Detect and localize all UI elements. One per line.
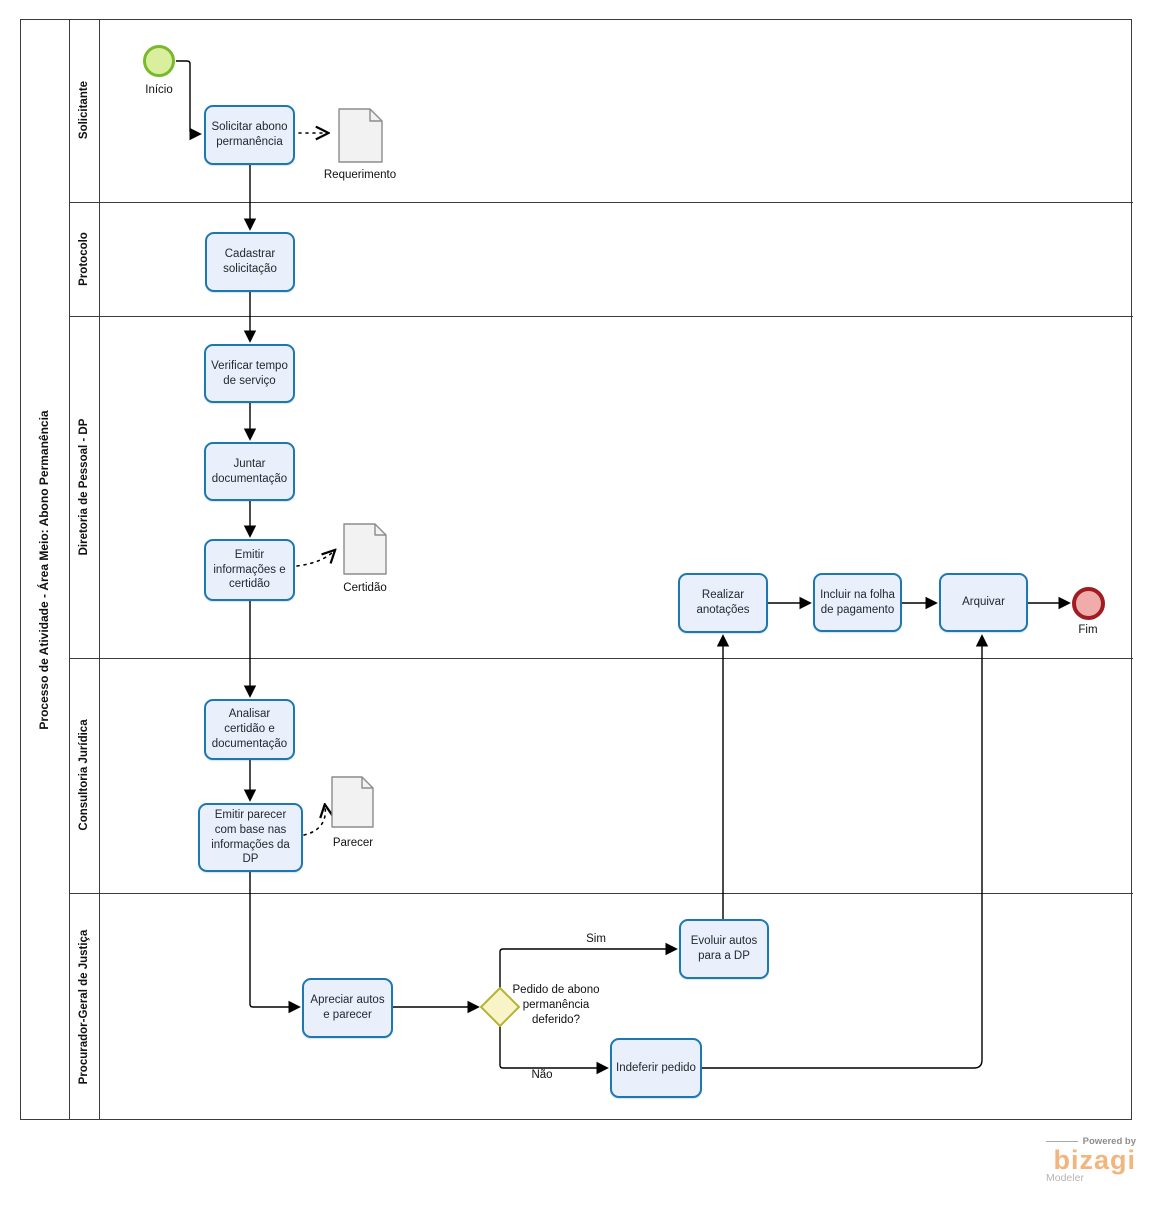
task-label: Arquivar [962,596,1005,609]
flow-gateway-sim-to-evoluir[interactable] [499,942,678,988]
pool-title-divider [69,19,70,1120]
document-label-requerimento: Requerimento [323,169,397,181]
task-cadastrar-solicitacao[interactable]: Cadastrar solicitação [205,232,295,292]
document-label-certidao: Certidão [343,582,387,594]
pool-border [20,19,1132,1120]
lane-divider [69,893,1133,894]
document-parecer[interactable] [331,776,374,828]
flow-label-nao: Não [531,1069,553,1081]
task-label: Cadastrar solicitação [223,248,277,275]
document-certidao-fold [374,524,386,536]
flow-label-sim: Sim [586,933,606,945]
association-emitir-info-to-certidao[interactable] [296,551,334,567]
lane-label-divider [99,19,100,1120]
task-realizar-anotacoes[interactable]: Realizar anotações [678,573,768,633]
powered-by-text: Powered by [1082,1136,1136,1147]
task-label: Indeferir pedido [616,1061,696,1074]
task-juntar-documentacao[interactable]: Juntar documentação [204,442,295,501]
flow-indeferir-to-arquivar[interactable] [702,634,989,1069]
document-certidao[interactable] [343,523,387,575]
task-arquivar[interactable]: Arquivar [939,573,1028,632]
lane-divider [69,316,1133,317]
task-label: Juntar documentação [211,457,288,485]
association-emitir-parecer-to-parecer[interactable] [303,806,325,836]
task-label: Apreciar autos e parecer [310,994,385,1021]
bizagi-logo: bizagi [1053,1145,1136,1175]
task-evoluir-autos-dp[interactable]: Evoluir autos para a DP [679,919,769,979]
start-event[interactable] [143,45,175,77]
task-indeferir-pedido[interactable]: Indeferir pedido [610,1038,702,1098]
end-event[interactable] [1072,587,1105,620]
bizagi-product: Modeler [1046,1172,1084,1184]
document-label-parecer: Parecer [332,837,374,849]
flow-start-to-solicitar[interactable] [176,60,202,141]
bizagi-branding: Powered by bizagi Modeler [1046,1136,1136,1184]
document-requerimento-fold [369,109,382,122]
task-solicitar-abono-permanencia[interactable]: Solicitar abono permanência [204,105,295,165]
task-emitir-parecer[interactable]: Emitir parecer com base nas informações … [198,803,303,872]
task-label: Analisar certidão e documentação [211,708,288,750]
end-event-label: Fim [1078,624,1098,636]
task-label: Solicitar abono permanência [211,121,288,148]
task-label: Emitir parecer com base nas informações … [211,809,290,866]
task-label: Verificar tempo de serviço [211,359,288,387]
start-event-label: Início [145,84,173,96]
flow-emitir-parecer-to-apreciar[interactable] [249,872,301,1014]
task-verificar-tempo-servico[interactable]: Verificar tempo de serviço [204,344,295,403]
document-requerimento[interactable] [338,108,383,163]
task-label: Realizar anotações [696,589,750,616]
lane-divider [69,658,1133,659]
task-apreciar-autos-parecer[interactable]: Apreciar autos e parecer [302,978,393,1038]
task-label: Evoluir autos para a DP [690,935,758,962]
gateway-label: Pedido de abono permanência deferido? [512,984,600,1026]
task-analisar-certidao-documentacao[interactable]: Analisar certidão e documentação [204,699,295,760]
task-emitir-informacoes-certidao[interactable]: Emitir informações e certidão [204,539,295,601]
lane-divider [69,202,1133,203]
gateway-pedido-deferido[interactable] [480,987,520,1027]
powered-by-rule [1046,1141,1078,1142]
task-label: Emitir informações e certidão [213,548,286,591]
document-parecer-fold [361,777,373,789]
task-label: Incluir na folha de pagamento [820,588,895,616]
flow-gateway-nao-to-indeferir[interactable] [499,1026,609,1075]
task-incluir-folha-pagamento[interactable]: Incluir na folha de pagamento [813,573,902,632]
